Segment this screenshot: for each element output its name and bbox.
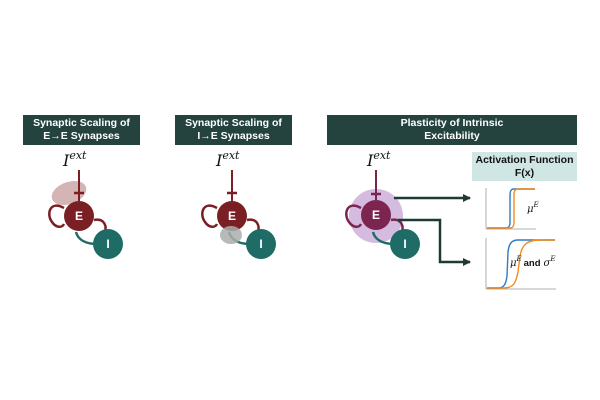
inhibitory-node-label: I — [403, 237, 406, 251]
excitatory-node — [361, 200, 391, 230]
excitatory-node-label: E — [228, 209, 236, 223]
ee-synapse-highlight — [51, 180, 87, 206]
header-ee-scaling: Synaptic Scaling of E→E Synapses — [23, 115, 140, 145]
excitatory-node-label: E — [75, 209, 83, 223]
header-ee-line1: Synaptic Scaling of — [33, 117, 130, 129]
panel-ee: Iext E I — [48, 149, 123, 259]
inhibitory-node-label: I — [106, 237, 109, 251]
excitatory-node — [64, 201, 94, 231]
inhibitory-node-label: I — [259, 237, 262, 251]
mu-label: μE — [527, 201, 539, 215]
header-intrinsic-line2: Excitability — [424, 130, 480, 142]
inhibitory-node — [93, 229, 123, 259]
header-ie-line2: I→E Synapses — [197, 130, 270, 142]
activation-plot-mu: μE — [485, 188, 539, 230]
iext-label: Iext — [215, 149, 240, 170]
header-ee-line2: E→E Synapses — [43, 130, 120, 142]
sigmoid-curve-orange — [487, 239, 555, 289]
iext-label: Iext — [62, 149, 87, 170]
ee-self-loop — [345, 204, 363, 228]
header-ie-line1: Synaptic Scaling of — [185, 117, 282, 129]
panel-intrinsic: Iext E I μE — [345, 149, 556, 290]
excitatory-node-label: E — [372, 208, 380, 222]
inhibitory-node — [390, 229, 420, 259]
header-ie-scaling: Synaptic Scaling of I→E Synapses — [175, 115, 292, 145]
sigmoid-curve-orange — [487, 188, 535, 229]
iext-label: Iext — [366, 149, 391, 170]
inhibitory-node — [246, 229, 276, 259]
ee-self-loop — [201, 204, 219, 228]
header-intrinsic-plasticity: Plasticity of Intrinsic Excitability — [327, 115, 577, 145]
activation-title-line2: F(x) — [514, 166, 535, 179]
arrow-to-mu-sigma-plot — [398, 218, 471, 266]
panel-ie: Iext E I — [201, 149, 276, 259]
excitatory-node — [217, 201, 247, 231]
ie-synapse-highlight — [220, 226, 242, 244]
header-intrinsic-line1: Plasticity of Intrinsic — [400, 117, 504, 129]
ee-self-loop — [48, 204, 66, 228]
activation-function-box: Activation Function F(x) — [472, 152, 577, 181]
activation-title-line1: Activation Function — [475, 153, 574, 166]
